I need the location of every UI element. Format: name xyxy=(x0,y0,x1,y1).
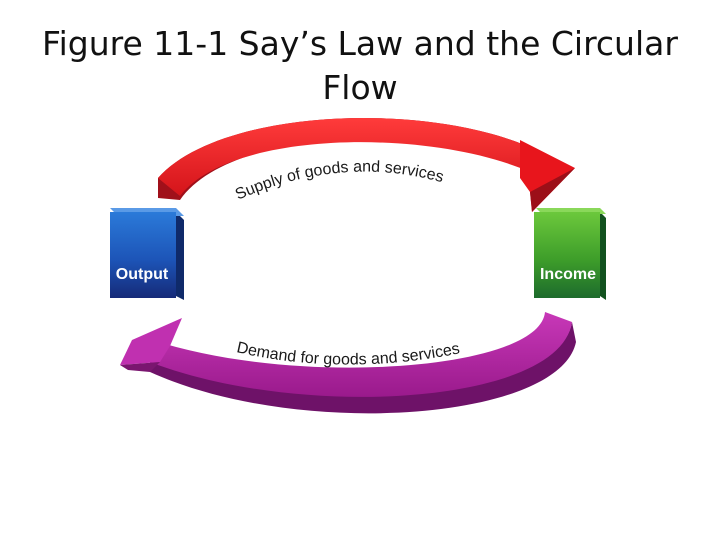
demand-arrow-side xyxy=(150,322,576,414)
income-box-side xyxy=(600,212,606,300)
supply-arrow-head-shade xyxy=(530,168,575,212)
supply-arrow xyxy=(158,117,575,212)
supply-arrow-body xyxy=(158,117,536,196)
income-box: Income xyxy=(534,208,606,300)
demand-arrow-body xyxy=(150,312,572,397)
supply-label-text: Supply of goods and services xyxy=(233,159,445,204)
demand-arrow-head-shade xyxy=(120,362,160,372)
page-title: Figure 11-1 Say’s Law and the Circular F… xyxy=(42,24,678,107)
output-box: Output xyxy=(110,208,184,300)
supply-label: Supply of goods and services xyxy=(233,159,445,204)
output-box-label: Output xyxy=(116,266,169,283)
demand-arrow-head xyxy=(120,318,182,365)
demand-arrow xyxy=(120,312,576,414)
income-box-label: Income xyxy=(540,266,596,283)
income-box-face xyxy=(534,212,600,298)
output-box-face xyxy=(110,212,176,298)
output-box-side xyxy=(176,212,184,300)
